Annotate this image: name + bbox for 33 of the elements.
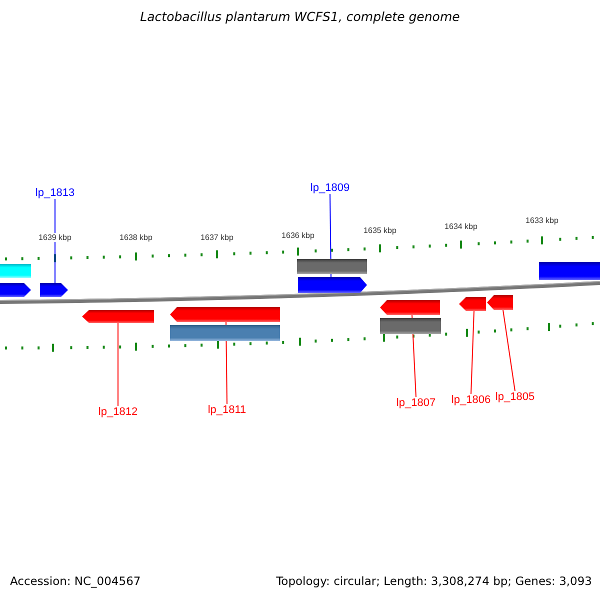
gene-label: lp_1805 (495, 391, 535, 403)
gene-feature (0, 283, 31, 297)
footer-text: Accession: NC_004567 (10, 575, 141, 587)
scale-label: 1635 kbp (362, 226, 398, 235)
gene-label: lp_1813 (35, 187, 75, 199)
gene-feature (298, 277, 367, 293)
footer-text: Topology: circular; Length: 3,308,274 bp; Genes: 3,093 (276, 575, 592, 587)
leader-line (54, 198, 56, 284)
leader-line (502, 310, 516, 392)
scale-label: 1639 kbp (38, 233, 72, 242)
gene-feature (82, 310, 154, 323)
feature-bar (170, 325, 280, 341)
feature-bar (297, 259, 367, 274)
gene-label: lp_1806 (451, 394, 491, 406)
scale-label: 1636 kbp (280, 231, 316, 240)
leader-line (470, 310, 474, 394)
gene-label: lp_1812 (98, 406, 138, 418)
scale-label: 1638 kbp (118, 233, 154, 242)
gene-feature (459, 297, 486, 311)
feature-bar (380, 318, 441, 334)
gene-feature (380, 300, 440, 315)
gene-feature (170, 307, 280, 322)
gene-label: lp_1811 (208, 404, 246, 416)
scale-label: 1634 kbp (444, 222, 478, 231)
gene-label: lp_1807 (396, 397, 436, 409)
gene-feature (40, 283, 68, 297)
scale-label: 1637 kbp (200, 233, 234, 242)
gene-feature (487, 295, 513, 310)
feature-bar (0, 264, 31, 278)
diagram-title: Lactobacillus plantarum WCFS1, complete genome (139, 11, 461, 23)
gene-label: lp_1809 (310, 182, 350, 194)
feature-bar (539, 262, 600, 280)
scale-label: 1633 kbp (524, 216, 560, 225)
